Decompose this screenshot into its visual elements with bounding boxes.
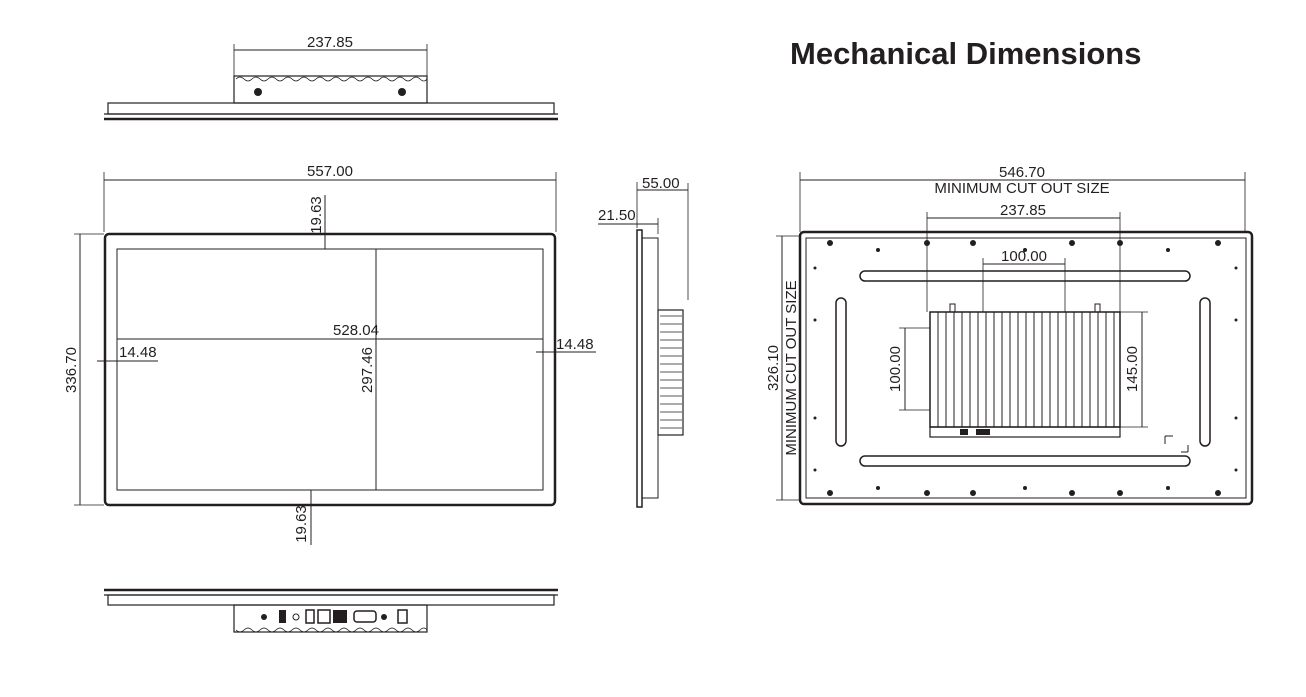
dim-rear-box-width: 237.85 bbox=[1000, 202, 1046, 219]
dim-rear-vesa-vertical: 100.00 bbox=[887, 346, 904, 392]
bottom-view bbox=[104, 588, 558, 633]
dim-front-overall-width: 557.00 bbox=[307, 163, 353, 180]
dim-front-active-height: 297.46 bbox=[359, 347, 376, 393]
dim-front-bottom-border: 19.63 bbox=[293, 505, 310, 543]
page-title: Mechanical Dimensions bbox=[790, 36, 1142, 71]
dim-side-depth-total: 55.00 bbox=[642, 175, 680, 192]
dim-rear-box-height: 145.00 bbox=[1124, 346, 1141, 392]
dim-rear-vesa-horizontal: 100.00 bbox=[1001, 248, 1047, 265]
front-view: 557.00 336.70 19.63 528.04 14.48 14.48 2… bbox=[63, 163, 596, 545]
dim-front-active-width: 528.04 bbox=[333, 322, 379, 339]
dim-front-top-border: 19.63 bbox=[308, 196, 325, 234]
label-min-cutout-horizontal: MINIMUM CUT OUT SIZE bbox=[934, 180, 1109, 197]
top-view: 237.85 bbox=[104, 34, 558, 121]
side-view: 55.00 21.50 bbox=[598, 175, 689, 508]
dim-rear-cutout-height: 326.10 bbox=[765, 345, 782, 391]
label-min-cutout-vertical: MINIMUM CUT OUT SIZE bbox=[783, 280, 800, 455]
dim-front-left-border: 14.48 bbox=[119, 344, 157, 361]
dim-front-right-border: 14.48 bbox=[556, 336, 594, 353]
dim-rear-cutout-width: 546.70 bbox=[999, 164, 1045, 181]
rear-view: 546.70 MINIMUM CUT OUT SIZE 326.10 MINIM… bbox=[765, 164, 1254, 506]
dim-front-overall-height: 336.70 bbox=[63, 347, 80, 393]
dim-top-bracket-width: 237.85 bbox=[307, 34, 353, 51]
dim-side-depth-panel: 21.50 bbox=[598, 207, 636, 224]
